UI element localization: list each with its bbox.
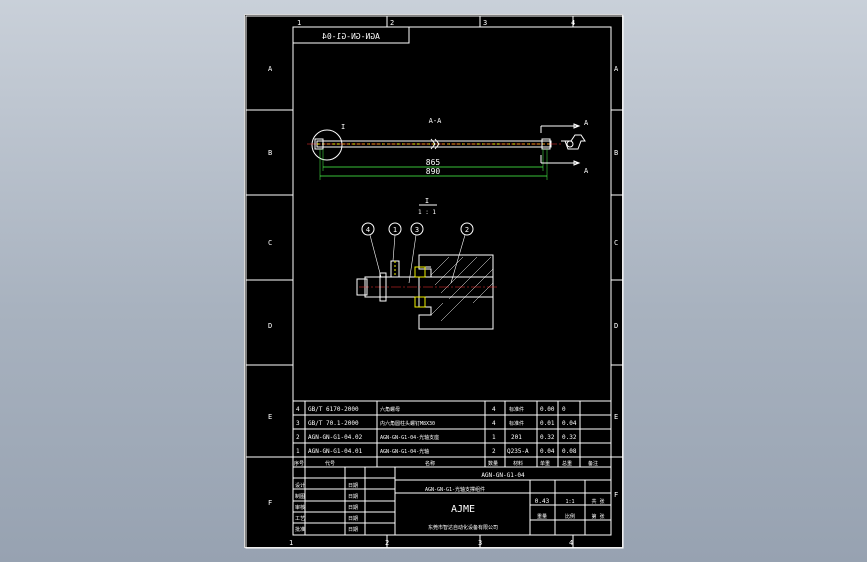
bom-row-4-qty: 2 <box>492 448 496 455</box>
zone-row-f-right: F <box>614 491 618 499</box>
bom-header-qty: 数量 <box>488 460 498 467</box>
zone-col-3-top: 3 <box>483 19 487 27</box>
zone-row-d-left: D <box>268 322 272 330</box>
title-drawing-no: AGN-GN-G1-04 <box>481 472 525 479</box>
bom-row-1-total: 0 <box>562 406 566 413</box>
section-marker-top: A <box>584 119 589 127</box>
title-date-3: 日期 <box>348 505 358 511</box>
bom-row-2-qty: 4 <box>492 420 496 427</box>
zone-row-f-left: F <box>268 499 272 507</box>
title-date-2: 日期 <box>348 494 358 500</box>
bom-row-2-total: 0.04 <box>562 420 577 427</box>
zone-row-e-left: E <box>268 413 272 421</box>
bom-row-1-name: 六角螺母 <box>380 406 400 413</box>
title-date-5: 日期 <box>348 527 358 533</box>
bom-header-remark: 备注 <box>588 460 598 467</box>
bill-of-materials: 4 GB/T 6170-2000 六角螺母 4 标准件 0.00 0 3 GB/… <box>292 400 612 468</box>
bom-row-4-total: 0.08 <box>562 448 577 455</box>
drawing-number-stamp: AGN-GN-G1-04 <box>292 26 410 44</box>
bom-header-no: 序号 <box>294 460 304 467</box>
bom-row-2-code: GB/T 70.1-2000 <box>308 420 359 427</box>
balloon-1: 1 <box>393 226 397 234</box>
bom-row-2-unit: 0.01 <box>540 420 555 427</box>
bom-row-2-name: 内六角圆柱头螺钉M8X30 <box>380 420 435 427</box>
balloon-3: 3 <box>415 226 419 234</box>
inner-frame <box>292 26 612 536</box>
title-block: AGN-GN-G1-04 AGN-GN-G1-光轴支撑组件 0.43 重量 1:… <box>292 466 612 536</box>
section-label: A-A <box>429 117 442 125</box>
detail-view[interactable]: I 1 : 1 4 1 3 2 <box>356 197 497 330</box>
zone-row-e-right: E <box>614 413 618 421</box>
zone-row-c-left: C <box>268 239 272 247</box>
detail-label: I <box>425 197 429 205</box>
bom-row-1-material: 标准件 <box>509 406 524 413</box>
section-marker-bottom: A <box>584 167 589 175</box>
zone-ticks <box>246 16 623 548</box>
bom-row-3-code: AGN-GN-G1-04.02 <box>308 434 363 441</box>
title-sheet-number: 第 张 <box>591 513 604 520</box>
outer-frame <box>245 15 624 549</box>
company-logo-text: AJME <box>451 504 475 515</box>
title-row-approve: 批准 <box>295 526 305 533</box>
balloon-2: 2 <box>465 226 469 234</box>
dimension-865: 865 <box>426 158 441 167</box>
balloon-4: 4 <box>366 226 370 234</box>
bom-row-4-code: AGN-GN-G1-04.01 <box>308 448 363 455</box>
bom-row-4-unit: 0.04 <box>540 448 555 455</box>
detail-callout-mark: I <box>341 123 345 131</box>
bom-row-4-name: AGN-GN-G1-04-光轴 <box>380 448 429 455</box>
zone-col-4-bottom: 4 <box>569 539 573 547</box>
zone-col-1-bottom: 1 <box>289 539 293 547</box>
zone-row-c-right: C <box>614 239 618 247</box>
stamp-text: AGN-GN-G1-04 <box>322 32 380 41</box>
zone-row-d-right: D <box>614 322 618 330</box>
bom-row-3-name: AGN-GN-G1-04-光轴支座 <box>380 434 439 441</box>
title-weight: 0.43 <box>535 498 550 505</box>
bom-row-4-no: 1 <box>296 448 300 455</box>
shaft-main-view[interactable]: A-A I 865 890 A A <box>307 117 589 180</box>
bom-row-3-material: 201 <box>511 434 522 441</box>
bom-row-2-no: 3 <box>296 420 300 427</box>
title-sheets-total: 共 张 <box>591 498 604 505</box>
title-row-design: 设计 <box>295 482 305 489</box>
title-scale-label: 比例 <box>565 513 575 520</box>
bom-row-3-total: 0.32 <box>562 434 577 441</box>
title-row-process: 工艺 <box>295 516 305 522</box>
zone-col-1-top: 1 <box>297 19 301 27</box>
title-date-4: 日期 <box>348 516 358 522</box>
zone-row-a-right: A <box>614 65 619 73</box>
bom-row-3-no: 2 <box>296 434 300 441</box>
title-part-name: AGN-GN-G1-光轴支撑组件 <box>425 486 485 493</box>
zone-col-2-top: 2 <box>390 19 394 27</box>
bom-header-name: 名称 <box>425 460 435 467</box>
title-weight-label: 重量 <box>537 513 547 520</box>
zone-col-2-bottom: 2 <box>385 539 389 547</box>
drawing-sheet: 1 2 3 4 1 2 3 4 A B C D E F A B C D E F … <box>244 14 624 549</box>
bom-header-code: 代号 <box>325 460 335 467</box>
bom-header-material: 材料 <box>513 460 523 467</box>
title-row-drawn: 制图 <box>295 493 305 500</box>
title-scale-value: 1:1 <box>565 499 574 505</box>
bom-row-1-unit: 0.00 <box>540 406 555 413</box>
zone-col-3-bottom: 3 <box>478 539 482 547</box>
detail-scale: 1 : 1 <box>418 209 436 216</box>
title-date-1: 日期 <box>348 483 358 489</box>
bom-header-unit: 单重 <box>540 460 550 467</box>
cad-drawing-canvas: 1 2 3 4 1 2 3 4 A B C D E F A B C D E F … <box>245 15 624 549</box>
zone-row-b-left: B <box>268 149 272 157</box>
bom-row-3-unit: 0.32 <box>540 434 555 441</box>
zone-col-4-top: 4 <box>571 19 575 27</box>
bom-row-4-material: Q235-A <box>507 448 529 455</box>
title-row-check: 审核 <box>295 504 305 511</box>
bom-row-1-no: 4 <box>296 406 300 413</box>
bom-row-2-material: 标准件 <box>509 420 524 427</box>
bom-row-1-qty: 4 <box>492 406 496 413</box>
bom-row-1-code: GB/T 6170-2000 <box>308 406 359 413</box>
company-full-name: 东莞市智达自动化设备有限公司 <box>428 524 498 531</box>
dimension-890: 890 <box>426 167 441 176</box>
bom-row-3-qty: 1 <box>492 434 496 441</box>
zone-row-b-right: B <box>614 149 618 157</box>
zone-row-a-left: A <box>268 65 273 73</box>
bom-header-total: 总重 <box>562 460 572 467</box>
